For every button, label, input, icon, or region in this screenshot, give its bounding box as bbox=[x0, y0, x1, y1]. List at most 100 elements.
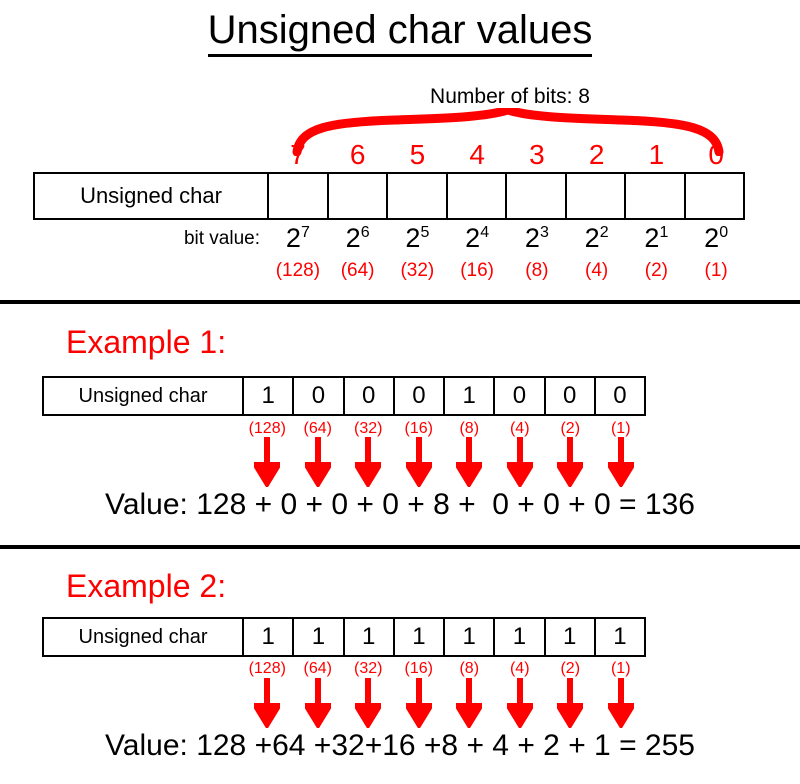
down-arrow-icon bbox=[394, 678, 445, 728]
down-arrow-icon bbox=[444, 678, 495, 728]
bit-decimal-64: (64) bbox=[303, 420, 332, 437]
bit-cell-1[interactable] bbox=[626, 174, 686, 218]
down-arrow-icon bbox=[495, 437, 546, 487]
bit-decimal-2: (2) bbox=[644, 260, 668, 281]
page-title-text: Unsigned char values bbox=[207, 8, 593, 57]
down-arrow-icon bbox=[394, 437, 445, 487]
bit-decimal-4: (4) bbox=[585, 260, 609, 281]
bit-cell-3[interactable] bbox=[507, 174, 567, 218]
page-title: Unsigned char values bbox=[0, 8, 800, 57]
bit-cell-6[interactable]: 1 bbox=[294, 619, 345, 655]
bit-decimal-row: (128) (64) (32) (16) (8) (4) (2) (1) bbox=[268, 258, 746, 286]
bit-decimal-8: (8) bbox=[459, 420, 480, 437]
down-arrow-icon bbox=[242, 678, 293, 728]
example-1-arrow-row bbox=[242, 437, 646, 487]
example-1-bit-table: Unsigned char 1 0 0 0 1 0 0 0 bbox=[42, 376, 646, 416]
bit-cell-0[interactable]: 0 bbox=[613, 382, 627, 409]
bit-decimal-32: (32) bbox=[400, 260, 435, 281]
bit-decimal-2: (2) bbox=[560, 420, 581, 437]
bit-decimal-8: (8) bbox=[459, 660, 480, 677]
bit-decimal-1: (1) bbox=[610, 420, 631, 437]
example-2-arrow-row bbox=[242, 678, 646, 728]
row-label: Unsigned char bbox=[35, 174, 269, 218]
down-arrow-icon bbox=[545, 437, 596, 487]
bit-cell-6[interactable]: 0 bbox=[294, 378, 345, 414]
bit-index-7: 7 bbox=[290, 139, 306, 170]
bit-cell-0[interactable]: 1 bbox=[613, 623, 627, 650]
bit-power-7: 27 bbox=[285, 223, 310, 253]
bit-decimal-32: (32) bbox=[354, 420, 383, 437]
example-1-decimal-row: (128) (64) (32) (16) (8) (4) (2) (1) bbox=[242, 418, 646, 442]
example-2-value-line: Value: 128 +64 +32+16 +8 + 4 + 2 + 1 = 2… bbox=[105, 729, 695, 762]
bit-decimal-1: (1) bbox=[704, 260, 728, 281]
unsigned-char-bit-table: Unsigned char bbox=[33, 172, 745, 220]
bit-cell-3[interactable]: 1 bbox=[445, 378, 496, 414]
example-1-value-line: Value: 128 + 0 + 0 + 0 + 8 + 0 + 0 + 0 =… bbox=[105, 488, 695, 521]
down-arrow-icon bbox=[293, 437, 344, 487]
bit-power-2: 22 bbox=[584, 223, 609, 253]
bit-index-2: 2 bbox=[588, 139, 605, 170]
bit-cell-4[interactable]: 0 bbox=[395, 378, 445, 414]
bit-cell-6[interactable] bbox=[329, 174, 388, 218]
bit-cell-5[interactable] bbox=[388, 174, 448, 218]
bit-decimal-2: (2) bbox=[560, 660, 581, 677]
bit-power-0: 20 bbox=[704, 223, 729, 253]
bit-cell-0[interactable] bbox=[686, 174, 744, 218]
number-of-bits-caption: Number of bits: 8 bbox=[430, 85, 590, 108]
bit-cell-2[interactable]: 1 bbox=[495, 619, 546, 655]
section-divider bbox=[0, 545, 800, 549]
bit-index-4: 4 bbox=[469, 139, 485, 170]
bit-power-row: 27 26 25 24 23 22 21 20 bbox=[268, 222, 746, 256]
bit-decimal-16: (16) bbox=[404, 420, 433, 437]
bit-cell-4[interactable]: 1 bbox=[395, 619, 445, 655]
bit-decimal-128: (128) bbox=[275, 260, 321, 281]
bit-power-1: 21 bbox=[644, 223, 669, 253]
bit-index-6: 6 bbox=[349, 139, 366, 170]
bit-index-0: 0 bbox=[708, 139, 724, 170]
bit-index-row: 7 6 5 4 3 2 1 0 bbox=[268, 138, 746, 172]
bit-decimal-128: (128) bbox=[248, 660, 286, 677]
curly-brace-icon bbox=[290, 108, 730, 156]
row-label: Unsigned char bbox=[44, 619, 244, 655]
bit-cell-5[interactable]: 0 bbox=[345, 378, 395, 414]
row-label: Unsigned char bbox=[44, 378, 244, 414]
bit-value-label: bit value: bbox=[183, 228, 260, 249]
bit-index-1: 1 bbox=[648, 139, 665, 170]
bit-cell-7[interactable]: 1 bbox=[244, 619, 295, 655]
down-arrow-icon bbox=[545, 678, 596, 728]
bit-cell-2[interactable] bbox=[567, 174, 626, 218]
example-2-title: Example 2: bbox=[66, 568, 227, 604]
bit-cell-1[interactable]: 0 bbox=[546, 378, 596, 414]
bit-decimal-1: (1) bbox=[610, 660, 631, 677]
down-arrow-icon bbox=[596, 678, 647, 728]
example-2-decimal-row: (128) (64) (32) (16) (8) (4) (2) (1) bbox=[242, 658, 646, 682]
bit-cell-7[interactable]: 1 bbox=[244, 378, 295, 414]
bit-power-5: 25 bbox=[405, 223, 430, 253]
bit-cell-3[interactable]: 1 bbox=[445, 619, 496, 655]
example-2-bit-table: Unsigned char 1 1 1 1 1 1 1 1 bbox=[42, 617, 646, 657]
bit-decimal-4: (4) bbox=[509, 660, 530, 677]
bit-decimal-4: (4) bbox=[509, 420, 530, 437]
bit-decimal-8: (8) bbox=[525, 260, 549, 281]
bit-power-4: 24 bbox=[465, 223, 490, 253]
bit-cell-1[interactable]: 1 bbox=[546, 619, 596, 655]
bit-decimal-32: (32) bbox=[354, 660, 383, 677]
down-arrow-icon bbox=[444, 437, 495, 487]
example-1-title: Example 1: bbox=[66, 324, 227, 360]
bit-index-5: 5 bbox=[409, 139, 426, 170]
bit-decimal-16: (16) bbox=[404, 660, 433, 677]
down-arrow-icon bbox=[293, 678, 344, 728]
down-arrow-icon bbox=[343, 678, 394, 728]
bit-cell-5[interactable]: 1 bbox=[345, 619, 395, 655]
bit-cell-2[interactable]: 0 bbox=[495, 378, 546, 414]
bit-decimal-16: (16) bbox=[460, 260, 495, 281]
bit-cell-7[interactable] bbox=[269, 174, 329, 218]
bit-power-3: 23 bbox=[524, 223, 549, 253]
down-arrow-icon bbox=[242, 437, 293, 487]
bit-decimal-64: (64) bbox=[303, 660, 332, 677]
bit-power-6: 26 bbox=[345, 223, 370, 253]
bit-index-3: 3 bbox=[529, 139, 545, 170]
down-arrow-icon bbox=[495, 678, 546, 728]
bit-cell-4[interactable] bbox=[448, 174, 507, 218]
down-arrow-icon bbox=[343, 437, 394, 487]
